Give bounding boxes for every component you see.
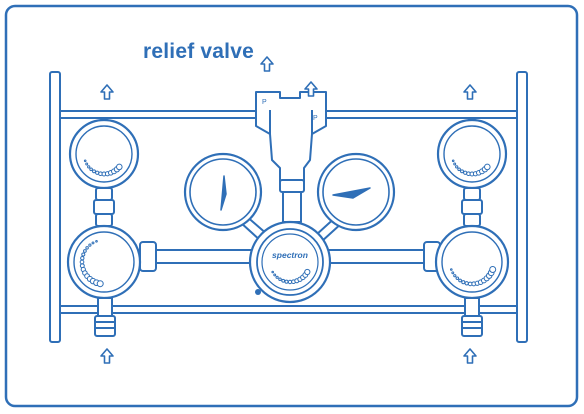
brand-label: spectron <box>272 250 308 260</box>
left-post <box>49 71 61 343</box>
dial-dot <box>92 169 96 174</box>
dial-dot <box>91 241 95 245</box>
dial-dot <box>87 165 91 169</box>
relief-valve-callout: relief valve <box>143 40 254 63</box>
dial-dot <box>489 266 497 273</box>
dial-dot <box>116 163 123 171</box>
dial-dot <box>460 169 464 174</box>
left-upper-gauge <box>68 118 140 190</box>
dial-dot <box>457 167 461 172</box>
dial-dot <box>455 276 460 281</box>
dial-dot <box>83 249 87 253</box>
dial-dot <box>284 279 289 284</box>
right-upper-gauge <box>436 118 508 190</box>
dial-dot <box>278 277 282 282</box>
dial-dot <box>451 159 455 163</box>
dial-dot <box>451 271 455 275</box>
right-bottom-fitting <box>461 297 483 337</box>
dial-dot <box>450 268 453 271</box>
regulator-dial-dots <box>271 268 311 285</box>
central-regulator: spectron <box>248 220 332 304</box>
dial-dot <box>458 278 462 283</box>
dial-dot <box>464 281 469 286</box>
dial-dot <box>89 167 93 172</box>
dial-dot <box>95 240 98 243</box>
relief-valve-manifold: P P <box>255 91 327 223</box>
dial-dot <box>96 280 104 288</box>
dial-dot <box>88 243 92 247</box>
left-column-fittings <box>93 187 115 227</box>
left-pressure-gauge <box>183 152 263 232</box>
dial-dot <box>85 246 89 250</box>
dial-dot <box>281 278 286 283</box>
dial-dot <box>484 163 491 171</box>
left-pipe-nut <box>139 241 157 272</box>
dial-dot <box>85 162 89 166</box>
dial-dot <box>271 270 275 274</box>
dial-dot <box>79 259 85 265</box>
right-column-fittings <box>461 187 483 227</box>
dial-dot <box>275 275 279 279</box>
dial-dot <box>80 256 85 261</box>
bottom-rail <box>59 305 518 314</box>
right-pressure-gauge <box>316 152 396 232</box>
dial-dot <box>83 159 87 163</box>
dial-dot <box>81 252 86 257</box>
right-lower-regulator <box>434 224 510 300</box>
dial-dot <box>304 268 311 276</box>
dial-dot <box>453 274 457 278</box>
dial-dot <box>461 280 466 285</box>
right-post <box>516 71 528 343</box>
dial-dot <box>273 273 277 277</box>
left-lower-regulator <box>66 224 142 300</box>
dial-dot <box>455 165 459 169</box>
left-bottom-fitting <box>94 297 116 337</box>
dial-dot <box>453 162 457 166</box>
svg-text:P: P <box>313 115 318 122</box>
svg-text:P: P <box>262 99 267 106</box>
